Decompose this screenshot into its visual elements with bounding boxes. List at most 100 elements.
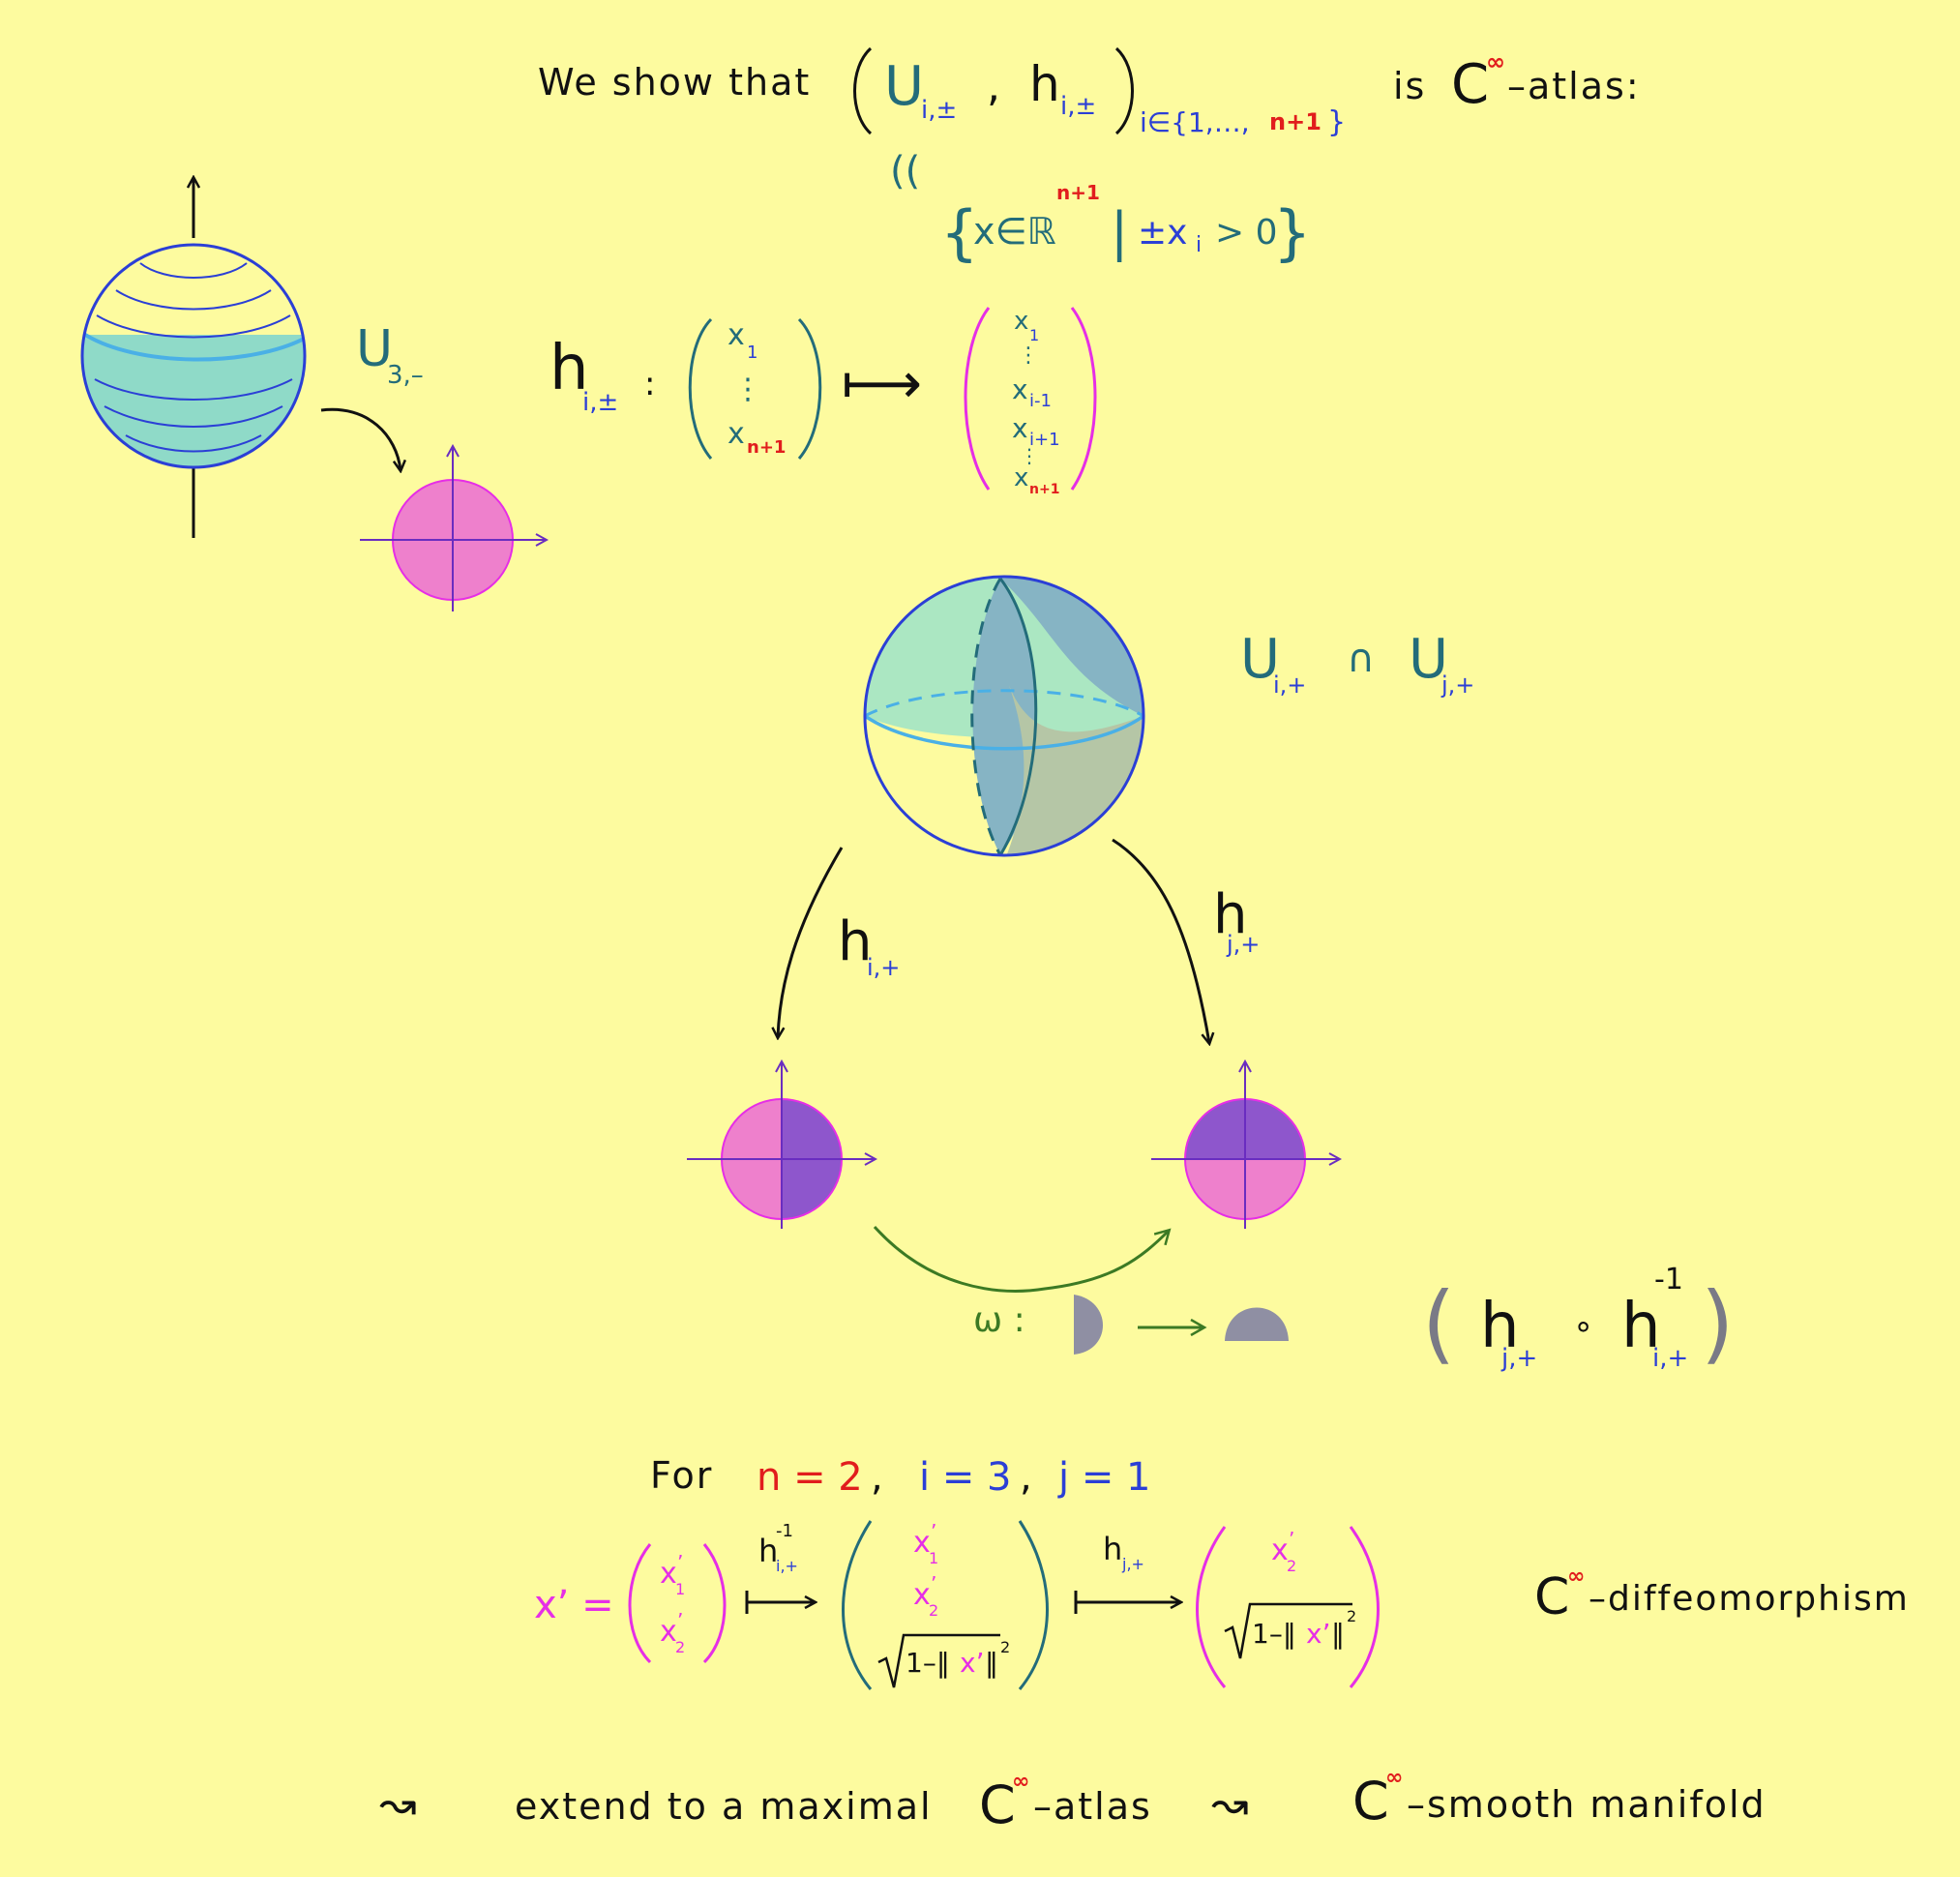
example-parameters: For n = 2 , i = 3 , j = 1	[650, 1454, 1151, 1500]
vec2-left-paren	[842, 1520, 873, 1690]
u-symbol: U	[884, 55, 924, 118]
set-greater-than: > 0	[1215, 213, 1278, 253]
equator-back-dashed	[865, 689, 1143, 718]
is-text: is	[1393, 65, 1426, 107]
vec3-sqrt-body-b: x’	[1306, 1618, 1330, 1650]
mid-sphere-outline	[863, 575, 1145, 857]
set-element: x∈ℝ	[973, 210, 1056, 253]
domain-right-paren	[797, 317, 822, 460]
meridian-back-dashed	[970, 578, 1002, 855]
map2-h: h	[1103, 1531, 1122, 1567]
omega-label: ω :	[973, 1300, 1025, 1340]
vec2-x2-subscript: 2	[929, 1601, 938, 1620]
index-set-prefix: i∈{1,…,	[1140, 106, 1250, 138]
footer-atlas: –atlas	[1033, 1785, 1152, 1828]
vec2-x2: x	[913, 1578, 931, 1612]
intersection-sphere-figure	[863, 575, 1145, 857]
intersection-u2: U	[1409, 628, 1448, 691]
right-chart-arrow	[1112, 838, 1209, 1043]
atlas-statement: We show that U i,± , h i,± i∈{1,…, n+1 }…	[538, 46, 1641, 139]
vec1-x1: x	[660, 1557, 677, 1591]
set-condition-subscript: i	[1196, 233, 1202, 257]
extend-text: extend to a maximal	[515, 1785, 933, 1828]
image-xim1-subscript: i-1	[1029, 391, 1052, 411]
vec2-x1-prime: ’	[931, 1520, 936, 1543]
vec3-x2: x	[1271, 1534, 1289, 1567]
index-set-close: }	[1327, 105, 1346, 139]
image-vdots-top: ⋮	[1018, 343, 1039, 368]
intersection-label: U i,+ ∩ U j,+	[1240, 628, 1474, 699]
u3-symbol: U	[356, 320, 393, 378]
intersection-u2-subscript: j,+	[1440, 671, 1474, 699]
chart-arrow	[320, 407, 401, 470]
vec2-sqrt-exponent: 2	[1000, 1638, 1010, 1656]
vec2-sqrt-body-c: ‖	[985, 1647, 998, 1679]
intersection-u1-subscript: i,+	[1273, 671, 1306, 699]
atlas-text: –atlas:	[1507, 65, 1641, 107]
sphere-outline	[80, 243, 307, 469]
separator-2: ,	[1020, 1455, 1032, 1500]
vec1-x1-prime: ’	[677, 1551, 683, 1574]
domain-x1: x	[728, 318, 745, 352]
map1-h: h	[758, 1533, 778, 1569]
equator-line	[82, 331, 305, 362]
map-h-subscript: i,±	[582, 388, 618, 417]
h-symbol: h	[1029, 56, 1060, 112]
right-chart-disk	[1151, 1062, 1339, 1229]
equator-front	[865, 714, 1143, 751]
vec2-x1: x	[913, 1526, 931, 1560]
transition-left-paren: (	[1422, 1273, 1455, 1373]
left-sphere-figure: U 3,–	[80, 178, 546, 611]
half-disk-top	[1225, 1307, 1289, 1341]
vec2-right-paren	[1018, 1520, 1049, 1690]
vec2-sqrt-body-b: x’	[960, 1647, 984, 1679]
pair-comma: ,	[987, 62, 1000, 111]
transition-map: ω : ( h j,+ ∘ h -1 i,+ )	[873, 1225, 1734, 1373]
vec3-sqrt-body-c: ‖	[1331, 1618, 1345, 1650]
j-equals: j = 1	[1057, 1455, 1151, 1500]
composition-circle: ∘	[1573, 1307, 1593, 1346]
meridian-front	[998, 578, 1038, 855]
equality-mark: ((	[890, 149, 920, 194]
domain-xn: x	[728, 417, 745, 451]
vec1-x2-subscript: 2	[675, 1638, 685, 1656]
vec2-sqrt-sign	[877, 1633, 1000, 1688]
map1-subscript: i,+	[776, 1557, 798, 1575]
leads-to-2: ↝	[1211, 1777, 1249, 1830]
set-exponent: n+1	[1056, 181, 1100, 204]
chart-map-definition: h i,± : x 1 ⋮ x n+1 ⟼ x 1 ⋮ x i-1 x i+1 …	[549, 307, 1097, 497]
transition-h2: h	[1621, 1291, 1661, 1362]
i-equals: i = 3	[919, 1455, 1012, 1500]
domain-x1-subscript: 1	[747, 343, 757, 363]
vec3-x2-subscript: 2	[1287, 1557, 1296, 1575]
image-xn: x	[1014, 463, 1028, 492]
footer-c1: C	[979, 1774, 1016, 1835]
right-paren	[1114, 46, 1134, 135]
transition-h2-superscript: -1	[1654, 1263, 1683, 1296]
domain-xn-subscript: n+1	[747, 437, 786, 458]
vec1-x1-subscript: 1	[675, 1580, 685, 1598]
map-h: h	[549, 333, 589, 404]
vec1-left-paren	[628, 1543, 652, 1664]
left-chart-disk	[687, 1062, 875, 1229]
x-prime-equals: x’ =	[534, 1583, 614, 1627]
image-left-paren	[964, 307, 991, 491]
footer-c2: C	[1352, 1771, 1389, 1832]
image-right-paren	[1070, 307, 1097, 491]
vec1-right-paren	[702, 1543, 727, 1664]
leads-to-1: ↝	[379, 1777, 417, 1830]
right-arrow-subscript: j,+	[1226, 931, 1260, 958]
map2-subscript: j,+	[1121, 1555, 1144, 1573]
vec2-x2-prime: ’	[931, 1572, 936, 1595]
maps-to-arrow: ⟼	[842, 350, 922, 416]
vec3-sqrt-body-a: 1–‖	[1252, 1618, 1296, 1650]
transition-h2-subscript: i,+	[1652, 1344, 1688, 1373]
u-subscript: i,±	[921, 96, 957, 125]
map-colon: :	[644, 365, 655, 403]
smooth-manifold-text: –smooth manifold	[1407, 1783, 1767, 1826]
diffeo-infinity: ∞	[1567, 1564, 1585, 1589]
set-right-brace: }	[1273, 197, 1311, 268]
footer-infinity-2: ∞	[1385, 1766, 1403, 1790]
example-computation: x’ = x ’ 1 x ’ 2 h -1 i,+ x ’ 1 x ’ 2 1–…	[534, 1520, 1908, 1690]
half-disk-left	[1074, 1295, 1103, 1355]
